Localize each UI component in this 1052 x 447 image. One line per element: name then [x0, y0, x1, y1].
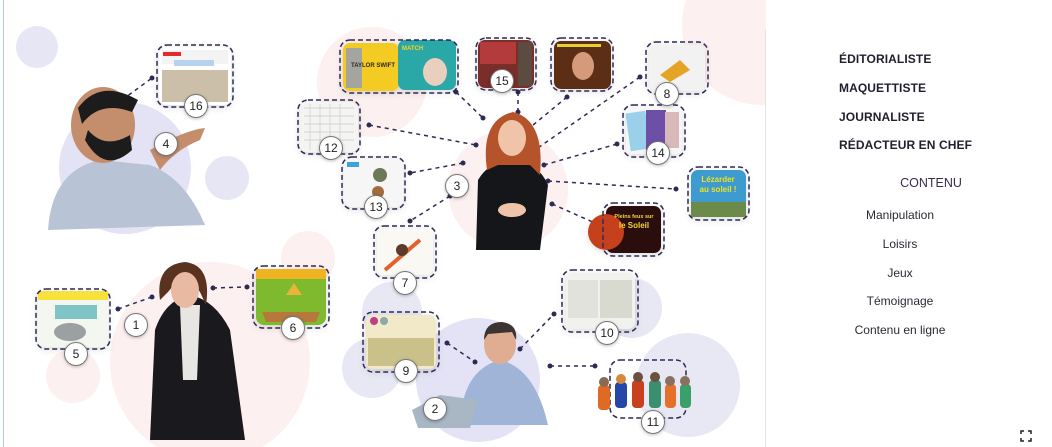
thumb-pleins-feux[interactable]: Pleins feux sur le Soleil	[588, 202, 665, 257]
fullscreen-icon[interactable]	[1020, 430, 1032, 442]
content-item-contenu-en-ligne[interactable]: Contenu en ligne	[854, 323, 946, 337]
team-diagram: TAYLOR SWIFT MATCH Lézarder au soleil !	[16, 0, 766, 447]
thumb-8[interactable]	[645, 41, 709, 95]
badge-thumb-5[interactable]: 5	[64, 342, 88, 366]
person-editorialiste[interactable]	[48, 87, 205, 230]
thumb-boxing[interactable]	[550, 37, 614, 92]
menu-role-journaliste[interactable]: JOURNALISTE	[839, 110, 925, 124]
thumb-5[interactable]	[35, 288, 111, 350]
divider	[765, 30, 766, 447]
badge-thumb-16[interactable]: 16	[184, 94, 208, 118]
thumb-pleins-line1: Pleins feux sur	[614, 214, 654, 220]
badge-thumb-14[interactable]: 14	[646, 141, 670, 165]
badge-thumb-12[interactable]: 12	[319, 136, 343, 160]
badge-person-2[interactable]: 2	[423, 397, 447, 421]
menu-role-maquettiste[interactable]: MAQUETTISTE	[839, 81, 927, 95]
badge-person-1[interactable]: 1	[124, 313, 148, 337]
thumb-lezarder[interactable]: Lézarder au soleil !	[687, 166, 750, 221]
left-border	[3, 0, 4, 447]
bear-figures	[598, 372, 691, 410]
badge-person-3[interactable]: 3	[445, 174, 469, 198]
thumb-taylor-swift[interactable]: TAYLOR SWIFT MATCH	[339, 39, 459, 94]
thumb-16[interactable]	[156, 44, 234, 108]
thumb-13[interactable]	[341, 156, 406, 210]
menu-role-editorialiste[interactable]: ÉDITORIALISTE	[839, 52, 932, 66]
badge-thumb-10[interactable]: 10	[595, 321, 619, 345]
content-item-loisirs[interactable]: Loisirs	[882, 237, 918, 251]
thumb-10[interactable]	[561, 269, 639, 333]
thumb-match-title: MATCH	[402, 46, 423, 52]
badge-thumb-11[interactable]: 11	[641, 410, 665, 434]
side-menu: ÉDITORIALISTE MAQUETTISTE JOURNALISTE RÉ…	[766, 0, 1052, 447]
badge-thumb-8[interactable]: 8	[655, 82, 679, 106]
content-item-manipulation[interactable]: Manipulation	[865, 208, 935, 222]
badge-thumb-6[interactable]: 6	[281, 316, 305, 340]
badge-thumb-15[interactable]: 15	[490, 69, 514, 93]
badge-thumb-9[interactable]: 9	[394, 359, 418, 383]
thumb-pleins-line2: le Soleil	[619, 221, 649, 230]
badge-thumb-13[interactable]: 13	[364, 195, 388, 219]
content-heading: CONTENU	[900, 176, 962, 190]
connector-lines	[115, 74, 679, 369]
person-journaliste[interactable]	[476, 112, 548, 250]
thumb-lezarder-line1: Lézarder	[701, 175, 734, 184]
thumb-11[interactable]	[598, 359, 691, 419]
thumb-7[interactable]	[373, 225, 437, 279]
badge-person-4[interactable]: 4	[154, 132, 178, 156]
thumb-taylor-title: TAYLOR SWIFT	[351, 63, 395, 69]
content-item-jeux[interactable]: Jeux	[887, 266, 913, 280]
badge-thumb-7[interactable]: 7	[393, 271, 417, 295]
person-maquettiste[interactable]	[150, 262, 245, 440]
thumb-lezarder-line2: au soleil !	[700, 185, 737, 194]
menu-role-redacteur-en-chef[interactable]: RÉDACTEUR EN CHEF	[839, 138, 973, 152]
content-item-temoignage[interactable]: Témoignage	[866, 294, 934, 308]
thumb-14[interactable]	[622, 104, 686, 158]
